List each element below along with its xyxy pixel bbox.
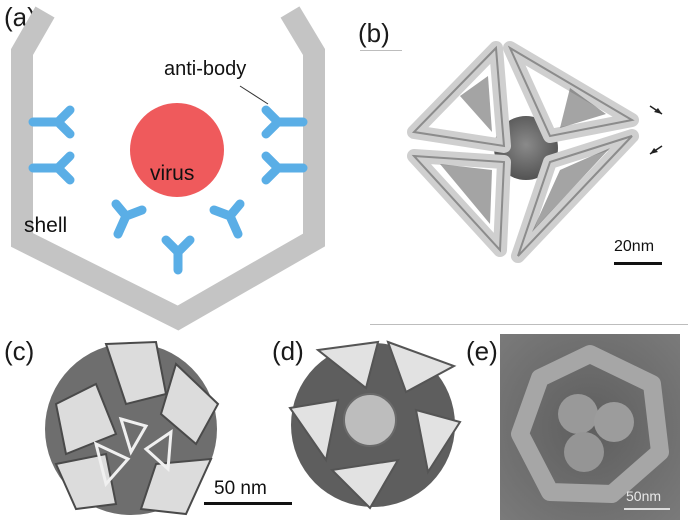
shell-c-lobe-2: [159, 362, 220, 446]
shell-d-lobe-1: [315, 340, 380, 390]
panel-b-scale-bar: [614, 262, 662, 265]
shell-c-lobe-5: [139, 457, 213, 516]
panel-b-label: (b): [358, 18, 390, 48]
virus-annotation: virus: [150, 162, 195, 185]
antibodies: [28, 105, 308, 275]
virus-particle: [130, 103, 224, 197]
shell-d-lobe-3: [288, 398, 340, 463]
shell-d-lobe-4: [414, 408, 462, 475]
shell-annotation: shell: [24, 214, 68, 237]
antibody-annotation: anti-body: [164, 58, 247, 80]
panel-a-schematic: [11, 6, 325, 331]
antibody-bottom-center: [161, 235, 195, 275]
shell-c-lobe-3: [54, 382, 118, 456]
antibody-bottom-left: [111, 199, 147, 239]
panel-b-octahedron-render: [407, 41, 663, 263]
micrograph-particle-3: [564, 432, 604, 472]
antibody-right-2: [261, 151, 308, 185]
panel-b-scale-label: 20nm: [614, 238, 655, 255]
antibody-leader-line: [239, 85, 269, 105]
panel-b-label-underline: [360, 50, 402, 51]
antibody-right-1: [261, 105, 308, 139]
micrograph-particle-2: [594, 402, 634, 442]
antibody-left-2: [28, 151, 75, 185]
shared-scale-bar: [204, 502, 292, 505]
shell-d-lobe-2: [386, 340, 457, 394]
panel-c-label: (c): [4, 336, 35, 366]
shell-wall: [11, 6, 325, 331]
micrograph-particle-1: [558, 394, 598, 434]
separator-line: [370, 324, 688, 325]
panel-e-scale-bar: [624, 508, 670, 510]
shell-d-cargo: [343, 393, 397, 447]
shared-scale-label: 50 nm: [214, 478, 267, 499]
panel-e-micrograph: [500, 334, 680, 520]
shell-d-lobe-5: [329, 458, 400, 510]
antibody-bottom-right: [209, 199, 245, 239]
octahedron-face-top-left: [407, 41, 511, 153]
panel-d-label: (d): [272, 336, 304, 366]
panel-e-label: (e): [466, 336, 498, 366]
panel-e-scale-label: 50nm: [626, 488, 662, 504]
antibody-left-1: [28, 105, 75, 139]
micrograph-hex-ring: [511, 345, 669, 503]
panel-c-shell-render: [45, 340, 220, 516]
panel-d-shell-render: [288, 340, 462, 510]
